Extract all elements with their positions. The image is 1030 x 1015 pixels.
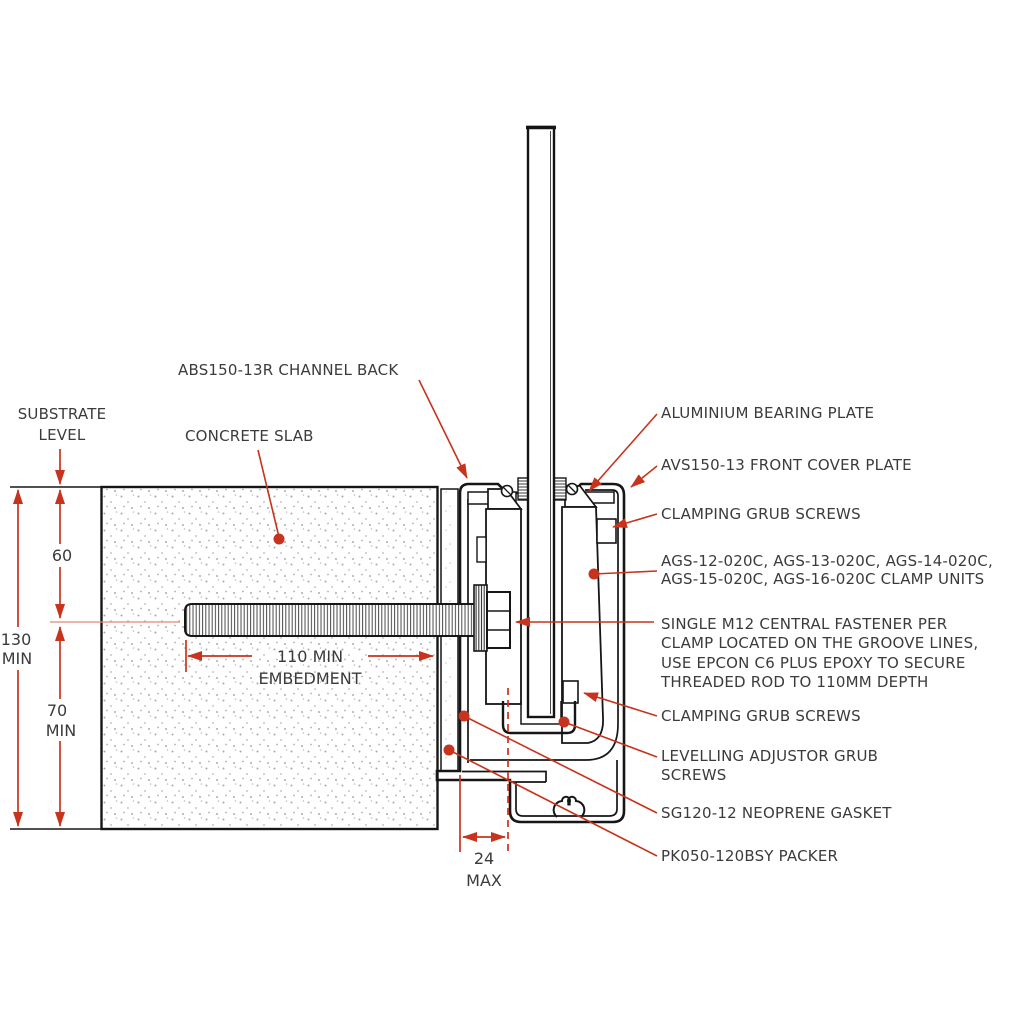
top-grub-screws — [500, 477, 579, 501]
leader-clamping-grub-lower — [583, 692, 658, 717]
screw-slot-left — [502, 486, 512, 496]
channel-back-label: ABS150-13R CHANNEL BACK — [178, 361, 399, 379]
dot-packer — [443, 744, 455, 756]
setting-block-gasket — [501, 701, 577, 735]
dim-130-value: 130 — [1, 630, 32, 649]
dimension-lines — [13, 449, 509, 852]
callout-front-cover-plate: AVS150-13 FRONT COVER PLATE — [661, 456, 912, 474]
callout-clamping-grub-upper: CLAMPING GRUB SCREWS — [661, 505, 861, 523]
screw-slot-right — [567, 484, 577, 494]
leader-front-cover-plate — [630, 465, 658, 488]
leader-packer — [448, 749, 658, 857]
leader-levelling-adjustor — [563, 721, 658, 758]
clamp-unit-front — [561, 485, 617, 744]
back-clamp-step — [476, 536, 487, 563]
callout-levelling-adjustor: LEVELLING ADJUSTOR GRUB — [661, 747, 878, 765]
dim-24-suffix: MAX — [466, 871, 502, 890]
leader-neoprene-gasket — [463, 715, 658, 814]
leader-dots — [273, 533, 600, 756]
callout-levelling-adjustor: SCREWS — [661, 766, 726, 784]
dot-levelling-adjustor — [558, 716, 570, 728]
drawing-text: SUBSTRATE LEVEL CONCRETE SLAB ABS150-13R… — [1, 361, 993, 890]
dot-concrete-slab — [273, 533, 285, 545]
callout-m12-fastener: SINGLE M12 CENTRAL FASTENER PER — [661, 615, 947, 633]
clamping-grub-screw-lower — [562, 680, 579, 704]
dot-clamp-units — [588, 568, 600, 580]
screw-port-omega — [552, 795, 586, 818]
dim-70-suffix: MIN — [46, 721, 77, 740]
substrate-level-label: SUBSTRATE — [18, 405, 107, 423]
dim-70-value: 70 — [47, 701, 67, 720]
hex-nut — [486, 591, 511, 649]
leader-concrete-slab — [257, 449, 280, 538]
channel-outer-profile — [435, 482, 626, 824]
substrate-level-label: LEVEL — [39, 426, 86, 444]
callout-m12-fastener: THREADED ROD TO 110MM DEPTH — [660, 673, 928, 691]
callout-clamp-units: AGS-12-020C, AGS-13-020C, AGS-14-020C, — [661, 552, 993, 570]
callout-packer: PK050-120BSY PACKER — [661, 847, 838, 865]
callout-m12-fastener: USE EPCON C6 PLUS EPOXY TO SECURE — [661, 654, 966, 672]
callout-bearing-plate: ALUMINIUM BEARING PLATE — [661, 404, 874, 422]
dim-24-value: 24 — [474, 849, 494, 868]
bottom-section-inner-line — [515, 760, 618, 817]
callout-leaders — [257, 379, 658, 857]
threaded-rod — [184, 603, 481, 637]
clamping-grub-screw-upper — [596, 518, 617, 544]
dim-110-line1: 110 MIN — [277, 647, 343, 666]
callout-clamping-grub-lower: CLAMPING GRUB SCREWS — [661, 707, 861, 725]
dim-110-line2: EMBEDMENT — [259, 669, 362, 688]
washer-plate — [473, 584, 488, 652]
leader-channel-back — [418, 379, 468, 479]
leader-bearing-plate — [588, 413, 658, 492]
front-cover-inner-line — [470, 489, 619, 761]
glass-panel — [526, 125, 556, 719]
extension-lines — [10, 486, 102, 830]
leader-clamp-units — [593, 570, 658, 575]
dot-neoprene-gasket — [458, 710, 470, 722]
callout-neoprene-gasket: SG120-12 NEOPRENE GASKET — [661, 804, 892, 822]
concrete-slab-label: CONCRETE SLAB — [185, 427, 314, 445]
callout-clamp-units: AGS-15-020C, AGS-16-020C CLAMP UNITS — [661, 570, 984, 588]
dim-130-suffix: MIN — [2, 649, 33, 668]
fastener-assembly — [184, 584, 511, 652]
callout-m12-fastener: CLAMP LOCATED ON THE GROOVE LINES, — [661, 634, 978, 652]
leader-clamping-grub-upper — [612, 513, 658, 528]
dim-60-value: 60 — [52, 546, 72, 565]
concrete-slab — [100, 485, 439, 831]
